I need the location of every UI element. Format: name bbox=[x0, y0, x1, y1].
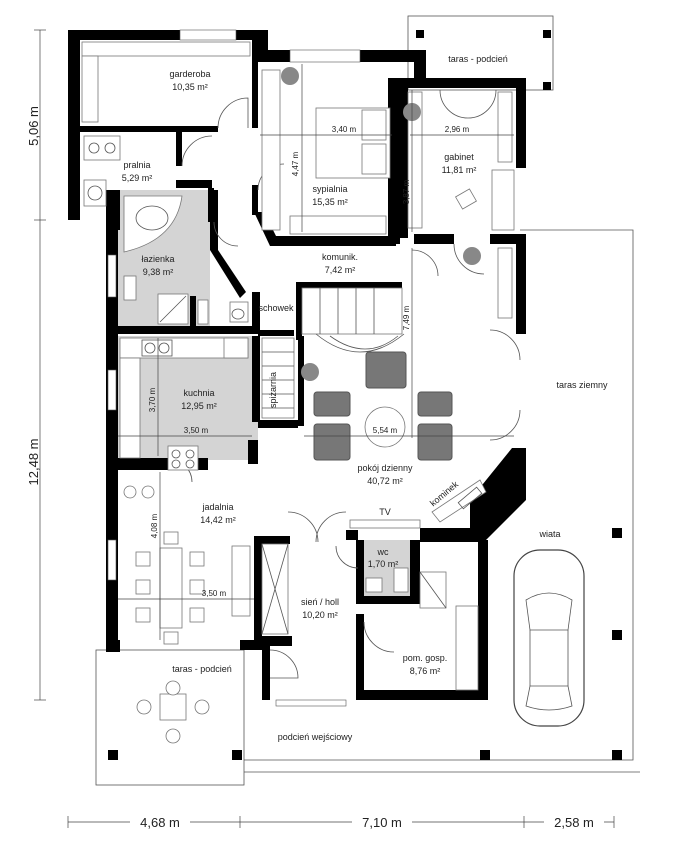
room-area-gabinet: 11,81 m² bbox=[442, 165, 477, 175]
dim-gabinet-width: 2,96 m bbox=[445, 125, 470, 134]
room-area-jadalnia: 14,42 m² bbox=[200, 515, 236, 525]
room-name-kuchnia: kuchnia bbox=[183, 388, 214, 398]
label-taras-ziemny: taras ziemny bbox=[556, 380, 608, 390]
staircase bbox=[261, 287, 405, 419]
room-area-kuchnia: 12,95 m² bbox=[181, 401, 217, 411]
dim-jadalnia-height: 4,08 m bbox=[150, 513, 159, 538]
walls bbox=[68, 30, 622, 760]
outer-dimensions: 5,06 m 12,48 m 4,68 m 7,10 m 2,58 m bbox=[26, 29, 615, 830]
inner-dimensions: 3,40 m 4,47 m 2,96 m 3,87 m 7,49 m 3,70 … bbox=[118, 64, 514, 640]
room-area-garderoba: 10,35 m² bbox=[172, 82, 208, 92]
dim-sypialnia-width: 3,40 m bbox=[332, 125, 357, 134]
dim-bottom-2: 7,10 m bbox=[362, 815, 402, 830]
dim-gabinet-height: 3,87 m bbox=[402, 179, 411, 204]
label-podcien-wejsciowy: podcień wejściowy bbox=[278, 732, 353, 742]
room-name-sypialnia: sypialnia bbox=[312, 184, 347, 194]
windows bbox=[107, 29, 513, 707]
dim-pokoj-width: 5,54 m bbox=[373, 426, 398, 435]
label-tv: TV bbox=[379, 507, 391, 517]
label-taras-podcien-bottom: taras - podcień bbox=[172, 664, 232, 674]
dim-bottom-3: 2,58 m bbox=[554, 815, 594, 830]
room-area-komunik: 7,42 m² bbox=[325, 265, 356, 275]
dim-kuchnia-width: 3,50 m bbox=[184, 426, 209, 435]
label-spizarnia: spiżarnia bbox=[268, 372, 278, 408]
room-name-lazienka: łazienka bbox=[141, 254, 174, 264]
room-area-wc: 1,70 m² bbox=[368, 559, 399, 569]
room-name-sien: sień / holl bbox=[301, 597, 339, 607]
dim-left-top: 5,06 m bbox=[26, 106, 41, 146]
label-wiata: wiata bbox=[538, 529, 560, 539]
dim-left-total: 12,48 m bbox=[26, 439, 41, 486]
dim-komunik-height: 7,49 m bbox=[402, 305, 411, 330]
room-area-sien: 10,20 m² bbox=[302, 610, 338, 620]
room-area-sypialnia: 15,35 m² bbox=[312, 197, 348, 207]
room-name-komunik: komunik. bbox=[322, 252, 358, 262]
dim-bottom-1: 4,68 m bbox=[140, 815, 180, 830]
room-name-pralnia: pralnia bbox=[123, 160, 150, 170]
outdoor-outlines bbox=[95, 15, 640, 786]
dim-jadalnia-width: 3,50 m bbox=[202, 589, 227, 598]
room-name-garderoba: garderoba bbox=[169, 69, 210, 79]
label-taras-podcien-top: taras - podcień bbox=[448, 54, 508, 64]
room-name-gabinet: gabinet bbox=[444, 152, 474, 162]
room-name-jadalnia: jadalnia bbox=[201, 502, 233, 512]
room-area-pokoj: 40,72 m² bbox=[367, 476, 403, 486]
room-name-pomgosp: pom. gosp. bbox=[403, 653, 448, 663]
doors bbox=[169, 89, 521, 679]
dim-kuchnia-height: 3,70 m bbox=[148, 387, 157, 412]
room-area-pralnia: 5,29 m² bbox=[122, 173, 153, 183]
furniture bbox=[81, 41, 585, 744]
room-area-lazienka: 9,38 m² bbox=[143, 267, 174, 277]
room-labels: garderoba 10,35 m² pralnia 5,29 m² sypia… bbox=[122, 54, 608, 742]
dim-sypialnia-height: 4,47 m bbox=[291, 151, 300, 176]
room-name-pokoj: pokój dzienny bbox=[357, 463, 413, 473]
label-schowek: schowek bbox=[258, 303, 294, 313]
room-area-pomgosp: 8,76 m² bbox=[410, 666, 441, 676]
room-name-wc: wc bbox=[377, 547, 389, 557]
